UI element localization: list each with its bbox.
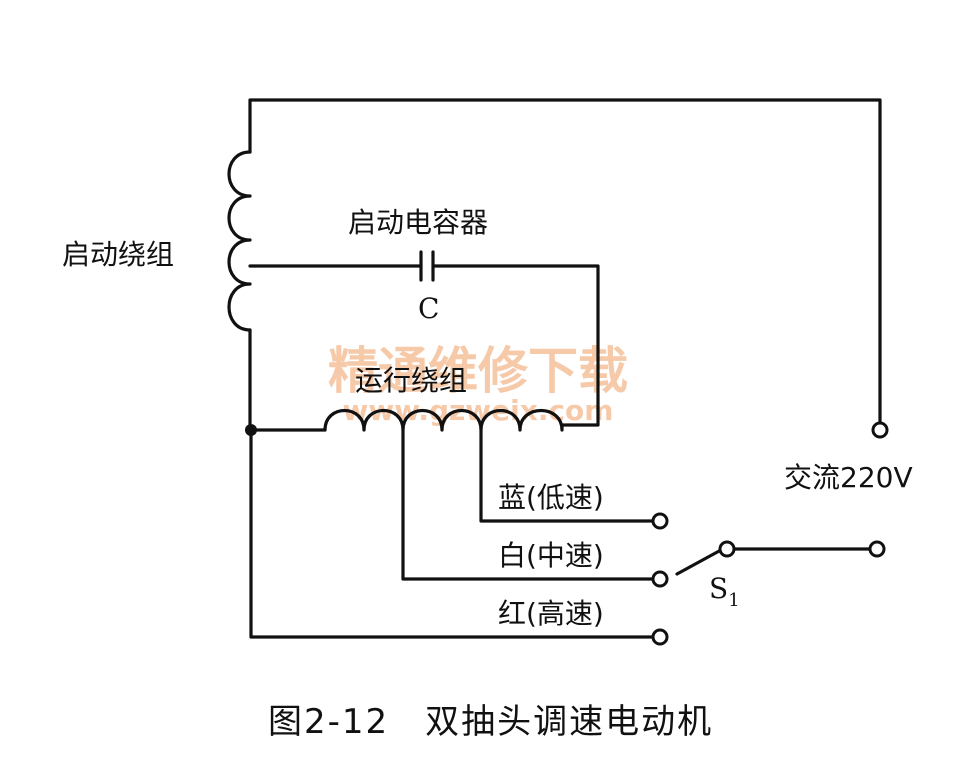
blue-tap-label: 蓝(低速) (498, 481, 604, 514)
red-tap-label: 红(高速) (498, 597, 604, 630)
start-winding-label: 启动绕组 (62, 238, 174, 271)
top-supply-wire (248, 98, 882, 427)
start-winding-coil (227, 150, 252, 332)
run-winding-label: 运行绕组 (355, 364, 467, 397)
red-tap-terminal (651, 628, 669, 646)
run-winding-coil (323, 408, 564, 432)
capacitor-symbol-label: C (418, 292, 439, 325)
capacitor-right-wire (431, 264, 600, 427)
switch-blade (675, 548, 723, 576)
blue-tap-terminal (651, 512, 669, 530)
switch-label: S1 (709, 572, 740, 611)
switch-pivot-terminal (718, 540, 736, 558)
ac-source-label: 交流220V (784, 461, 913, 494)
switch-label-subscript: 1 (728, 590, 739, 611)
figure-caption: 图2-12 双抽头调速电动机 (268, 702, 713, 742)
ac-terminal-lower (868, 540, 886, 558)
red-tap-wire (249, 428, 654, 639)
switch-label-main: S (709, 572, 728, 605)
watermark-title: 精通维修下载 (328, 342, 628, 400)
blue-tap-wire (479, 428, 654, 523)
start-capacitor-label: 启动电容器 (348, 206, 488, 239)
ac-terminal-upper (871, 421, 889, 439)
white-tap-terminal (651, 570, 669, 588)
white-tap-wire (401, 428, 654, 581)
white-tap-label: 白(中速) (498, 539, 604, 572)
